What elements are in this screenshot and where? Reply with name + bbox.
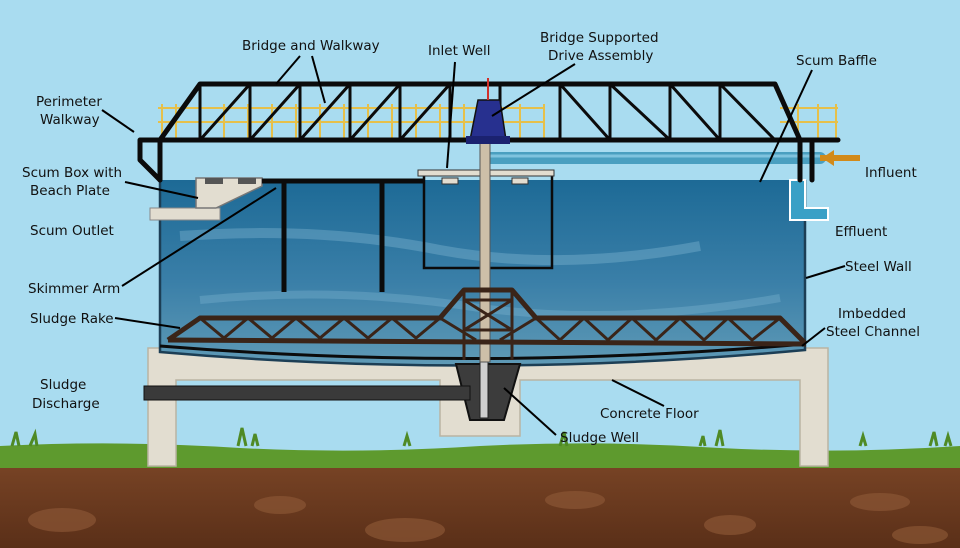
influent-pipe — [484, 150, 860, 166]
sludge-well — [454, 359, 522, 421]
label-effluent: Effluent — [835, 224, 887, 240]
labels: Bridge and Walkway Inlet Well Bridge Sup… — [22, 30, 920, 446]
sludge-discharge-pipe — [143, 385, 471, 401]
label-scum-outlet: Scum Outlet — [30, 223, 114, 239]
grass — [0, 443, 960, 468]
drive-assembly — [466, 78, 510, 144]
effluent-launder — [789, 179, 829, 221]
label-steel-wall: Steel Wall — [845, 259, 912, 275]
soil-rocks — [28, 491, 948, 544]
sludge-rake — [166, 287, 808, 360]
scum-box — [149, 177, 263, 221]
label-bridge-walkway: Bridge and Walkway — [242, 38, 380, 54]
label-sludge-well: Sludge Well — [560, 430, 639, 446]
label-scum-baffle: Scum Baffle — [796, 53, 877, 69]
label-scum-box-line2: Beach Plate — [30, 183, 110, 199]
label-scum-box-line1: Scum Box with — [22, 165, 122, 181]
label-sludge-rake: Sludge Rake — [30, 311, 114, 327]
label-skimmer-arm: Skimmer Arm — [28, 281, 120, 297]
label-perimeter-line1: Perimeter — [36, 94, 102, 110]
label-influent: Influent — [865, 165, 917, 181]
label-imbedded-line2: Steel Channel — [826, 324, 920, 340]
label-drive-line2: Drive Assembly — [548, 48, 653, 64]
leader-lines — [101, 55, 846, 436]
label-perimeter-line2: Walkway — [40, 112, 100, 128]
label-concrete-floor: Concrete Floor — [600, 406, 699, 422]
label-sludge-discharge-line2: Discharge — [32, 396, 100, 412]
label-drive-line1: Bridge Supported — [540, 30, 659, 46]
skimmer-arm — [262, 178, 424, 292]
ground — [0, 427, 960, 548]
soil — [0, 458, 960, 548]
label-inlet-well: Inlet Well — [428, 43, 491, 59]
label-imbedded-line1: Imbedded — [838, 306, 906, 322]
label-sludge-discharge-line1: Sludge — [40, 377, 86, 393]
